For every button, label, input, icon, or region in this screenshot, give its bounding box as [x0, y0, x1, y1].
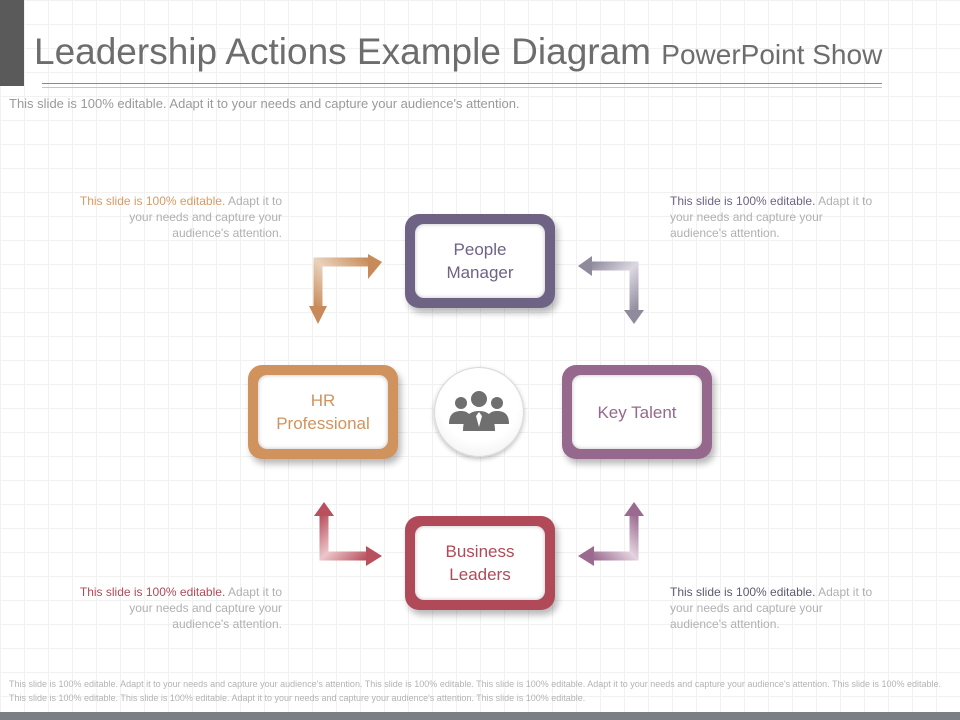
center-hub [434, 367, 524, 457]
note-bottom-right-highlight: This slide is 100% editable. [670, 585, 816, 599]
node-hr-professional-inner: HR Professional [258, 375, 388, 449]
node-hr-professional[interactable]: HR Professional [248, 365, 398, 459]
note-top-right-highlight: This slide is 100% editable. [670, 194, 816, 208]
title-sub: PowerPoint Show [661, 39, 883, 70]
node-people-manager[interactable]: People Manager [405, 214, 555, 308]
note-top-right: This slide is 100% editable. Adapt it to… [670, 193, 882, 241]
title-underline [42, 83, 882, 84]
slide-subtitle: This slide is 100% editable. Adapt it to… [9, 96, 520, 111]
note-bottom-right: This slide is 100% editable. Adapt it to… [670, 584, 882, 632]
note-top-left: This slide is 100% editable. Adapt it to… [70, 193, 282, 241]
arrow-hr-to-people-manager [309, 254, 382, 324]
note-bottom-right-text: Adapt it to your needs and capture your … [670, 585, 873, 631]
note-bottom-left-text: Adapt it to your needs and capture your … [129, 585, 282, 631]
node-people-manager-label: People Manager [446, 240, 514, 282]
arrow-people-manager-to-key-talent [578, 256, 644, 324]
node-key-talent-inner: Key Talent [572, 375, 702, 449]
node-business-leaders[interactable]: Business Leaders [405, 516, 555, 610]
title-accent-bar [0, 0, 24, 86]
note-top-left-highlight: This slide is 100% editable. [79, 194, 226, 208]
note-top-right-text: Adapt it to your needs and capture your … [670, 194, 873, 240]
node-business-leaders-label: Business Leaders [445, 542, 515, 584]
bottom-bar [0, 712, 960, 720]
node-business-leaders-inner: Business Leaders [415, 526, 545, 600]
title-underline-secondary [42, 87, 882, 88]
arrow-business-leaders-to-hr [314, 502, 382, 566]
note-top-left-text: Adapt it to your needs and capture your … [129, 194, 282, 240]
node-people-manager-inner: People Manager [415, 224, 545, 298]
slide-footer-text: This slide is 100% editable. Adapt it to… [9, 679, 942, 703]
slide-title: Leadership Actions Example Diagram Power… [34, 31, 883, 73]
node-key-talent[interactable]: Key Talent [562, 365, 712, 459]
note-bottom-left: This slide is 100% editable. Adapt it to… [70, 584, 282, 632]
arrow-key-talent-to-business-leaders [578, 502, 644, 566]
people-group-icon [449, 391, 509, 431]
note-bottom-left-highlight: This slide is 100% editable. [79, 585, 226, 599]
node-hr-professional-label: HR Professional [276, 391, 370, 433]
title-main: Leadership Actions Example Diagram [34, 31, 651, 72]
node-key-talent-label: Key Talent [597, 402, 677, 422]
